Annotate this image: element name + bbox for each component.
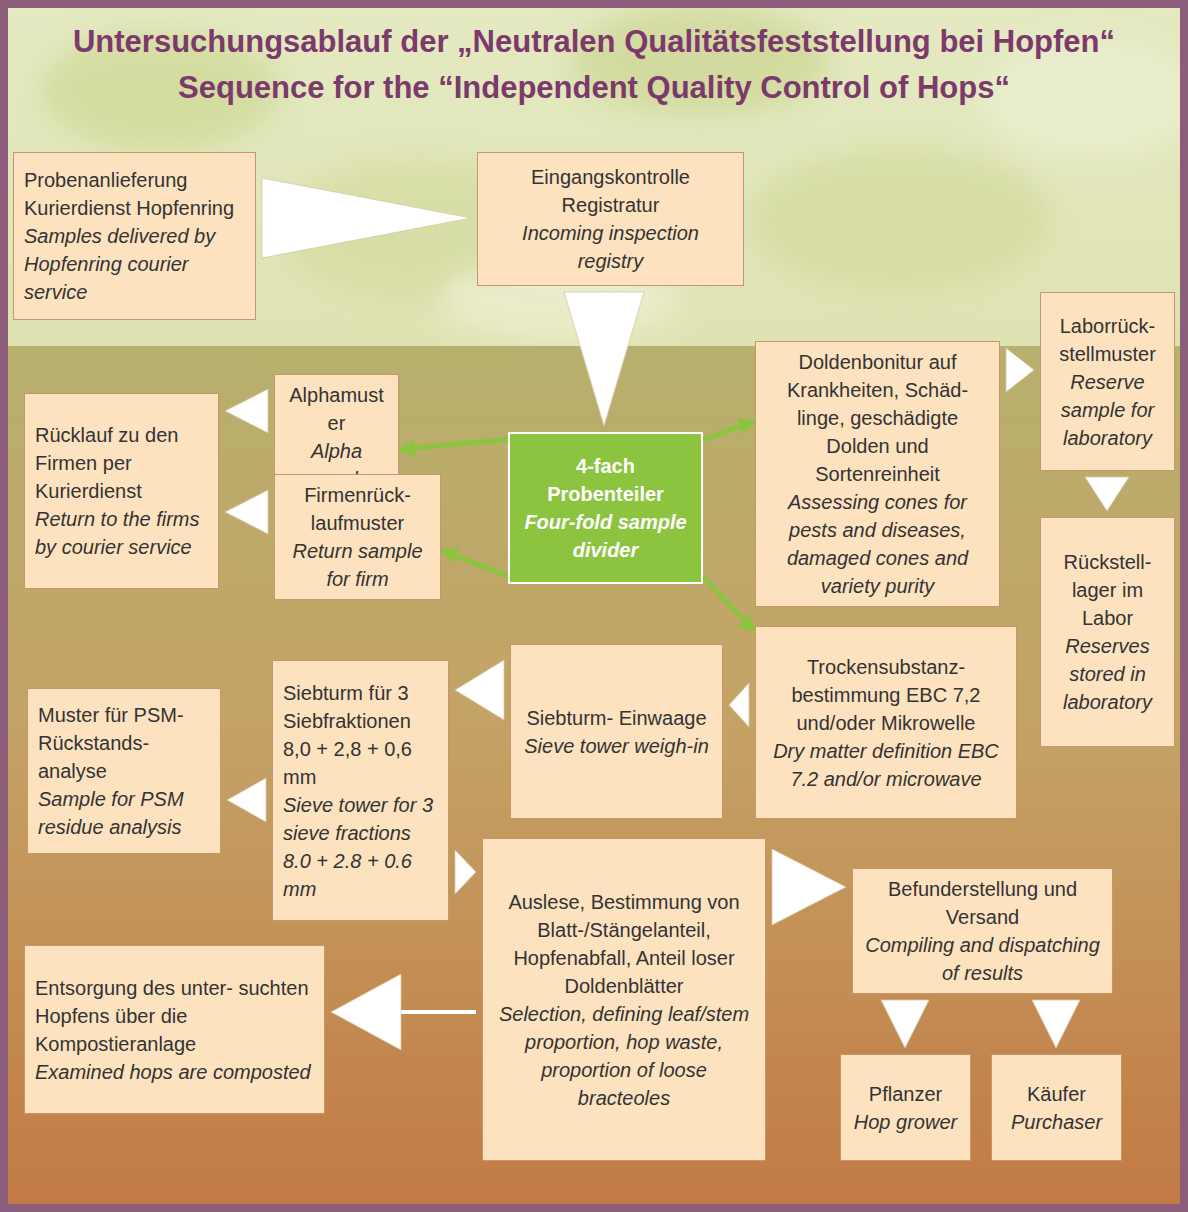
flow-arrow xyxy=(772,849,846,925)
german-text: Firmenrück- laufmuster xyxy=(285,481,430,537)
process-box: KäuferPurchaser xyxy=(991,1054,1122,1161)
green-arrow xyxy=(703,576,755,631)
process-box: Firmenrück- laufmusterReturn sample for … xyxy=(274,474,441,600)
process-box: Siebturm für 3 Siebfraktionen 8,0 + 2,8 … xyxy=(272,660,449,921)
flow-arrow xyxy=(225,490,268,534)
green-arrow xyxy=(399,440,508,450)
process-box: Laborrück- stellmusterReserve sample for… xyxy=(1040,292,1175,471)
title: Untersuchungsablauf der „Neutralen Quali… xyxy=(20,24,1168,60)
flow-arrow xyxy=(729,683,749,727)
flow-arrow xyxy=(227,778,266,822)
divider-box: 4-fach ProbenteilerFour-fold sample divi… xyxy=(508,432,703,584)
flow-arrow xyxy=(1006,348,1034,392)
green-arrow xyxy=(441,550,508,577)
german-text: 4-fach Probenteiler xyxy=(520,452,691,508)
green-arrow xyxy=(703,421,755,440)
process-box: Siebturm- EinwaageSieve tower weigh-in xyxy=(510,644,723,819)
german-text: Alphamuster xyxy=(285,381,388,437)
process-box: Trockensubstanz- bestimmung EBC 7,2 und/… xyxy=(755,626,1017,819)
english-text: Dry matter definition EBC 7.2 and/or mic… xyxy=(766,737,1006,793)
english-text: Incoming inspection registry xyxy=(488,219,733,275)
subtitle: Sequence for the “Independent Quality Co… xyxy=(20,70,1168,106)
german-text: Doldenbonitur auf Krankheiten, Schäd- li… xyxy=(766,348,989,488)
english-text: Hop grower xyxy=(851,1108,960,1136)
english-text: Sieve tower weigh-in xyxy=(521,732,712,760)
english-text: Sieve tower for 3 sieve fractions 8.0 + … xyxy=(283,791,438,903)
process-box: Muster für PSM- Rückstands- analyseSampl… xyxy=(27,688,221,854)
process-box: Auslese, Bestimmung von Blatt-/Stängelan… xyxy=(482,838,766,1161)
flow-arrow xyxy=(455,850,476,894)
process-box: Eingangskontrolle RegistraturIncoming in… xyxy=(477,152,744,286)
english-text: Reserve sample for laboratory xyxy=(1051,368,1164,452)
german-text: Laborrück- stellmuster xyxy=(1051,312,1164,368)
english-text: Examined hops are composted xyxy=(35,1058,314,1086)
process-box: Entsorgung des unter- suchten Hopfens üb… xyxy=(24,945,325,1114)
flow-arrow xyxy=(1032,1000,1080,1048)
german-text: Befunderstellung und Versand xyxy=(863,875,1102,931)
german-text: Probenanlieferung Kurierdienst Hopfenrin… xyxy=(24,166,245,222)
process-box: PflanzerHop grower xyxy=(840,1054,971,1161)
flow-arrow xyxy=(225,389,268,433)
process-box: Doldenbonitur auf Krankheiten, Schäd- li… xyxy=(755,341,1000,607)
process-box: Rücklauf zu den Firmen per KurierdienstR… xyxy=(24,393,219,589)
flow-arrow xyxy=(564,292,644,426)
flow-arrow xyxy=(881,1000,929,1048)
english-text: Sample for PSM residue analysis xyxy=(38,785,210,841)
english-text: Assessing cones for pests and diseases, … xyxy=(766,488,989,600)
german-text: Muster für PSM- Rückstands- analyse xyxy=(38,701,210,785)
german-text: Käufer xyxy=(1002,1080,1111,1108)
german-text: Siebturm für 3 Siebfraktionen 8,0 + 2,8 … xyxy=(283,679,438,791)
process-box: Probenanlieferung Kurierdienst Hopfenrin… xyxy=(13,152,256,320)
german-text: Rückstell- lager im Labor xyxy=(1051,548,1164,632)
german-text: Trockensubstanz- bestimmung EBC 7,2 und/… xyxy=(766,653,1006,737)
german-text: Siebturm- Einwaage xyxy=(521,704,712,732)
process-box: Rückstell- lager im LaborReserves stored… xyxy=(1040,517,1175,747)
english-text: Selection, defining leaf/stem proportion… xyxy=(493,1000,755,1112)
flow-arrow xyxy=(262,178,471,258)
flow-arrow xyxy=(1085,477,1129,511)
german-text: Entsorgung des unter- suchten Hopfens üb… xyxy=(35,974,314,1058)
process-box: Befunderstellung und VersandCompiling an… xyxy=(852,868,1113,994)
english-text: Return to the firms by courier service xyxy=(35,505,208,561)
english-text: Purchaser xyxy=(1002,1108,1111,1136)
english-text: Reserves stored in laboratory xyxy=(1051,632,1164,716)
flow-arrow xyxy=(455,660,504,720)
german-text: Eingangskontrolle Registratur xyxy=(488,163,733,219)
english-text: Compiling and dispatching of results xyxy=(863,931,1102,987)
german-text: Rücklauf zu den Firmen per Kurierdienst xyxy=(35,421,208,505)
german-text: Pflanzer xyxy=(851,1080,960,1108)
english-text: Samples delivered by Hopfenring courier … xyxy=(24,222,245,306)
english-text: Four-fold sample divider xyxy=(520,508,691,564)
flow-arrow xyxy=(331,974,476,1050)
german-text: Auslese, Bestimmung von Blatt-/Stängelan… xyxy=(493,888,755,1000)
english-text: Return sample for firm xyxy=(285,537,430,593)
